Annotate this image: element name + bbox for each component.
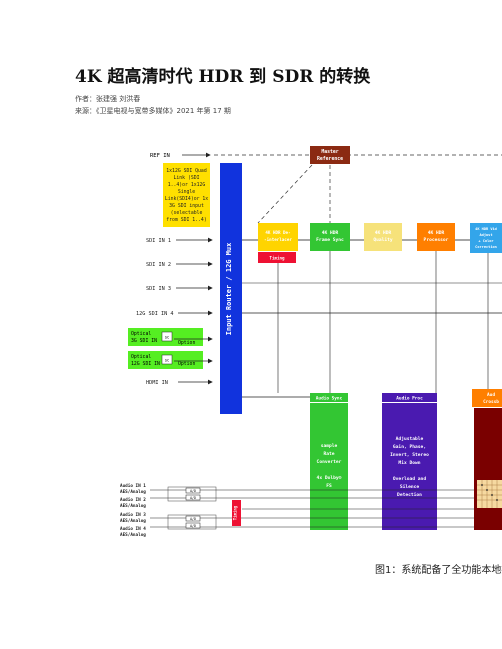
block-diagram: REF IN Master Reference 1x12G SDI Quad L… xyxy=(120,146,502,538)
quality-line1: 4K HDR xyxy=(375,230,392,236)
input-router-block xyxy=(220,163,242,414)
quad-note-2: Link (SDI xyxy=(174,175,200,181)
audio-sync-3: Converter xyxy=(317,459,342,465)
audio-proc-1: Adjustable xyxy=(396,435,424,442)
audio-in-2-label: Audio IN 2 xyxy=(120,497,146,503)
article-title: 4K 超高清时代 HDR 到 SDR 的转换 xyxy=(75,67,371,87)
video-adjust-block xyxy=(470,223,502,253)
quad-link-note xyxy=(163,163,210,227)
sdi-in-1-label: SDI IN 1 xyxy=(146,238,171,244)
option-label-1: Option xyxy=(178,340,195,346)
audio-proc-6: Overload and xyxy=(393,476,426,482)
adc-3: A/D xyxy=(190,517,196,521)
quad-note-4: Single xyxy=(178,189,195,195)
quad-note-6: 3G SDI input xyxy=(169,203,204,209)
audio-sync-2: Rate xyxy=(323,451,334,457)
quality-line2: Quality xyxy=(373,237,393,243)
timing-vertical-block xyxy=(232,500,241,526)
optical-3g-line2: 3G SDI IN xyxy=(131,338,157,344)
sdi-in-3-label: SDI IN 3 xyxy=(146,286,171,292)
quad-note-5: Link(SDI4)or 1x xyxy=(165,196,208,202)
adjust-line4: Correction xyxy=(475,245,497,249)
crossbar-header xyxy=(472,389,502,407)
master-ref-line2: Reference xyxy=(317,156,343,162)
audio-proc-title: Audio Proc xyxy=(396,396,423,402)
audio-in-4-label: Audio IN 4 xyxy=(120,526,146,532)
timing-label: Timing xyxy=(269,256,285,261)
option-label-2: Option xyxy=(178,361,195,367)
master-ref-line1: Master xyxy=(321,149,338,155)
quad-note-3: 1..4)or 1x12G xyxy=(168,182,206,188)
audio-in-3-label: Audio IN 3 xyxy=(120,512,146,518)
audio-sync-1: sample xyxy=(321,443,338,449)
adjust-line2: Adjust xyxy=(480,233,493,237)
ref-dashed-line-2 xyxy=(257,164,313,224)
ad-converters: A/D A/D A/D A/D xyxy=(167,486,217,530)
optical-12g-line2: 12G SDI IN xyxy=(131,361,160,367)
audio-proc-4: Mix Down xyxy=(398,460,420,466)
adc-4: A/D xyxy=(190,524,196,528)
audio-in-1-label: Audio IN 1 xyxy=(120,483,146,489)
audio-proc-8: Detection xyxy=(397,492,422,498)
timing-block xyxy=(258,252,296,263)
input-router-label: Input Router / 12G Mux xyxy=(225,242,233,336)
hdmi-in-label: HDMI IN xyxy=(146,380,168,386)
timing-vertical-label: Timing xyxy=(233,505,238,520)
processor-block xyxy=(417,223,455,251)
audio-proc-header xyxy=(382,393,437,402)
proc-line1: 4K HDR xyxy=(428,230,445,236)
sdi-in-4-label: 12G SDI IN 4 xyxy=(136,311,173,317)
optical-3g-line1: Optical xyxy=(131,331,151,337)
deint-line2: -interlacer xyxy=(264,237,292,242)
adc-2: A/D xyxy=(190,496,196,500)
sfp-icon xyxy=(161,331,173,342)
sfp-label-1: SC xyxy=(165,335,170,340)
quad-note-8: from SDI 1..4) xyxy=(166,217,206,223)
audio-proc-body xyxy=(382,403,437,530)
master-reference-block xyxy=(310,146,350,164)
adjust-line1: 4K HDR Vid xyxy=(475,227,497,231)
sdi-in-2-label: SDI IN 2 xyxy=(146,262,171,268)
crossbar-body xyxy=(474,408,502,530)
crossbar-grid xyxy=(477,480,502,508)
audio-sync-body xyxy=(310,403,348,530)
frame-sync-block xyxy=(310,223,350,251)
figure-caption: 图1：系统配备了全功能本地控制 xyxy=(375,565,502,576)
audio-in-2-type: AES/Analog xyxy=(120,503,146,509)
adc-1: A/D xyxy=(190,489,196,493)
quad-note-7: (selectable xyxy=(171,210,203,216)
quality-block xyxy=(364,223,402,251)
ref-in-label: REF IN xyxy=(150,153,170,159)
audio-sync-title: Audio Sync xyxy=(316,396,343,402)
proc-line2: Processor xyxy=(424,237,449,243)
audio-in-3-type: AES/Analog xyxy=(120,518,146,524)
deint-line1: 4K HDR De- xyxy=(265,230,290,235)
quad-note-1: 1x12G SDI Quad xyxy=(166,168,207,174)
optical-12g-line1: Optical xyxy=(131,354,151,360)
audio-proc-3: Invert, Stereo xyxy=(390,452,429,458)
audio-in-1-type: AES/Analog xyxy=(120,489,146,495)
audio-proc-2: Gain, Phase, xyxy=(393,444,426,450)
fs-line1: 4K HDR xyxy=(322,230,339,236)
audio-sync-5: 4x Dolby® xyxy=(317,475,342,481)
audio-in-4-type: AES/Analog xyxy=(120,532,146,538)
audio-proc-7: Silence xyxy=(400,484,420,490)
audio-sync-6: FS xyxy=(326,483,332,489)
article-author: 作者：张建强 刘洪春 xyxy=(75,95,141,103)
audio-sync-header xyxy=(310,393,348,402)
article-source: 来源：《卫星电视与宽带多媒体》2021 年第 17 期 xyxy=(75,107,231,115)
crossbar-line1: Aud xyxy=(487,392,495,398)
sfp-label-2: SC xyxy=(165,358,170,363)
sfp-icon-2 xyxy=(161,354,173,365)
adjust-line3: + Color xyxy=(478,239,494,243)
deinterlacer-block xyxy=(258,223,298,251)
crossbar-line2: Crossb xyxy=(483,399,499,405)
fs-line2: Frame Sync xyxy=(316,237,344,243)
